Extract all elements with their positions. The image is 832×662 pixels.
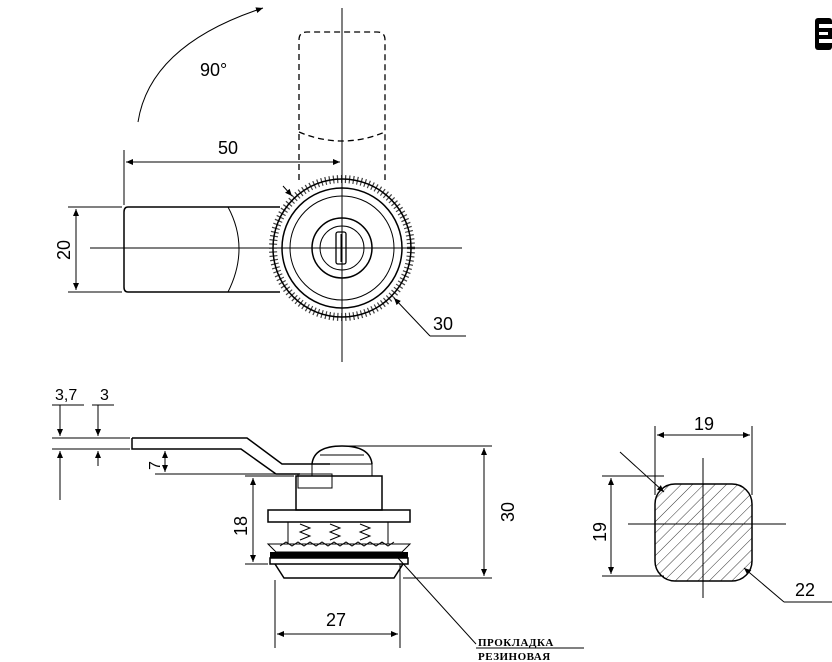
thread-marks bbox=[298, 523, 372, 541]
bezel-flange bbox=[269, 557, 409, 565]
diameter-leader-a bbox=[282, 185, 293, 197]
thickness-a-label: 3,7 bbox=[55, 387, 77, 404]
offset-label: 7 bbox=[147, 461, 164, 470]
bezel-bottom bbox=[274, 563, 404, 579]
washer-teeth bbox=[279, 541, 395, 547]
height-label: 20 bbox=[54, 240, 74, 260]
cam-rotated-curve bbox=[298, 131, 386, 142]
top-view: 90° 50 20 30 bbox=[54, 7, 466, 362]
thickness-b-label: 3 bbox=[100, 387, 109, 404]
nut-plate bbox=[267, 509, 411, 523]
cutout-height-label: 19 bbox=[590, 522, 610, 542]
bezel-label: 30 bbox=[433, 314, 453, 334]
gasket-leader bbox=[397, 557, 477, 645]
angle-label: 90° bbox=[200, 60, 227, 80]
cutout-view: 19 19 22 bbox=[590, 414, 832, 603]
total-label: 30 bbox=[498, 502, 518, 522]
thread-label: 18 bbox=[231, 516, 251, 536]
rubber-gasket bbox=[270, 552, 408, 558]
side-view: 3,7 3 7 18 30 27 ПРОКЛАДКА РЕЗИНОВАЯ bbox=[52, 387, 584, 662]
base-label: 27 bbox=[326, 610, 346, 630]
width-label: 50 bbox=[218, 138, 238, 158]
gasket-note-line1: ПРОКЛАДКА bbox=[478, 637, 554, 649]
cam-nut bbox=[297, 473, 333, 489]
corner-logo bbox=[815, 18, 832, 50]
gasket-note-line2: РЕЗИНОВАЯ bbox=[478, 651, 551, 662]
cutout-diameter-leader-b bbox=[743, 567, 785, 603]
cam-bend-line bbox=[227, 206, 240, 293]
cutout-width-label: 19 bbox=[694, 414, 714, 434]
rotation-arc bbox=[137, 7, 264, 123]
cam-lever bbox=[123, 206, 280, 293]
cutout-diameter-leader-a bbox=[619, 451, 665, 493]
cam-arm-top bbox=[132, 437, 330, 465]
cutout-diameter-label: 22 bbox=[795, 580, 815, 600]
diameter-leader-b bbox=[393, 297, 431, 337]
cam-rotated-outline bbox=[298, 31, 386, 180]
lock-body bbox=[295, 475, 383, 511]
